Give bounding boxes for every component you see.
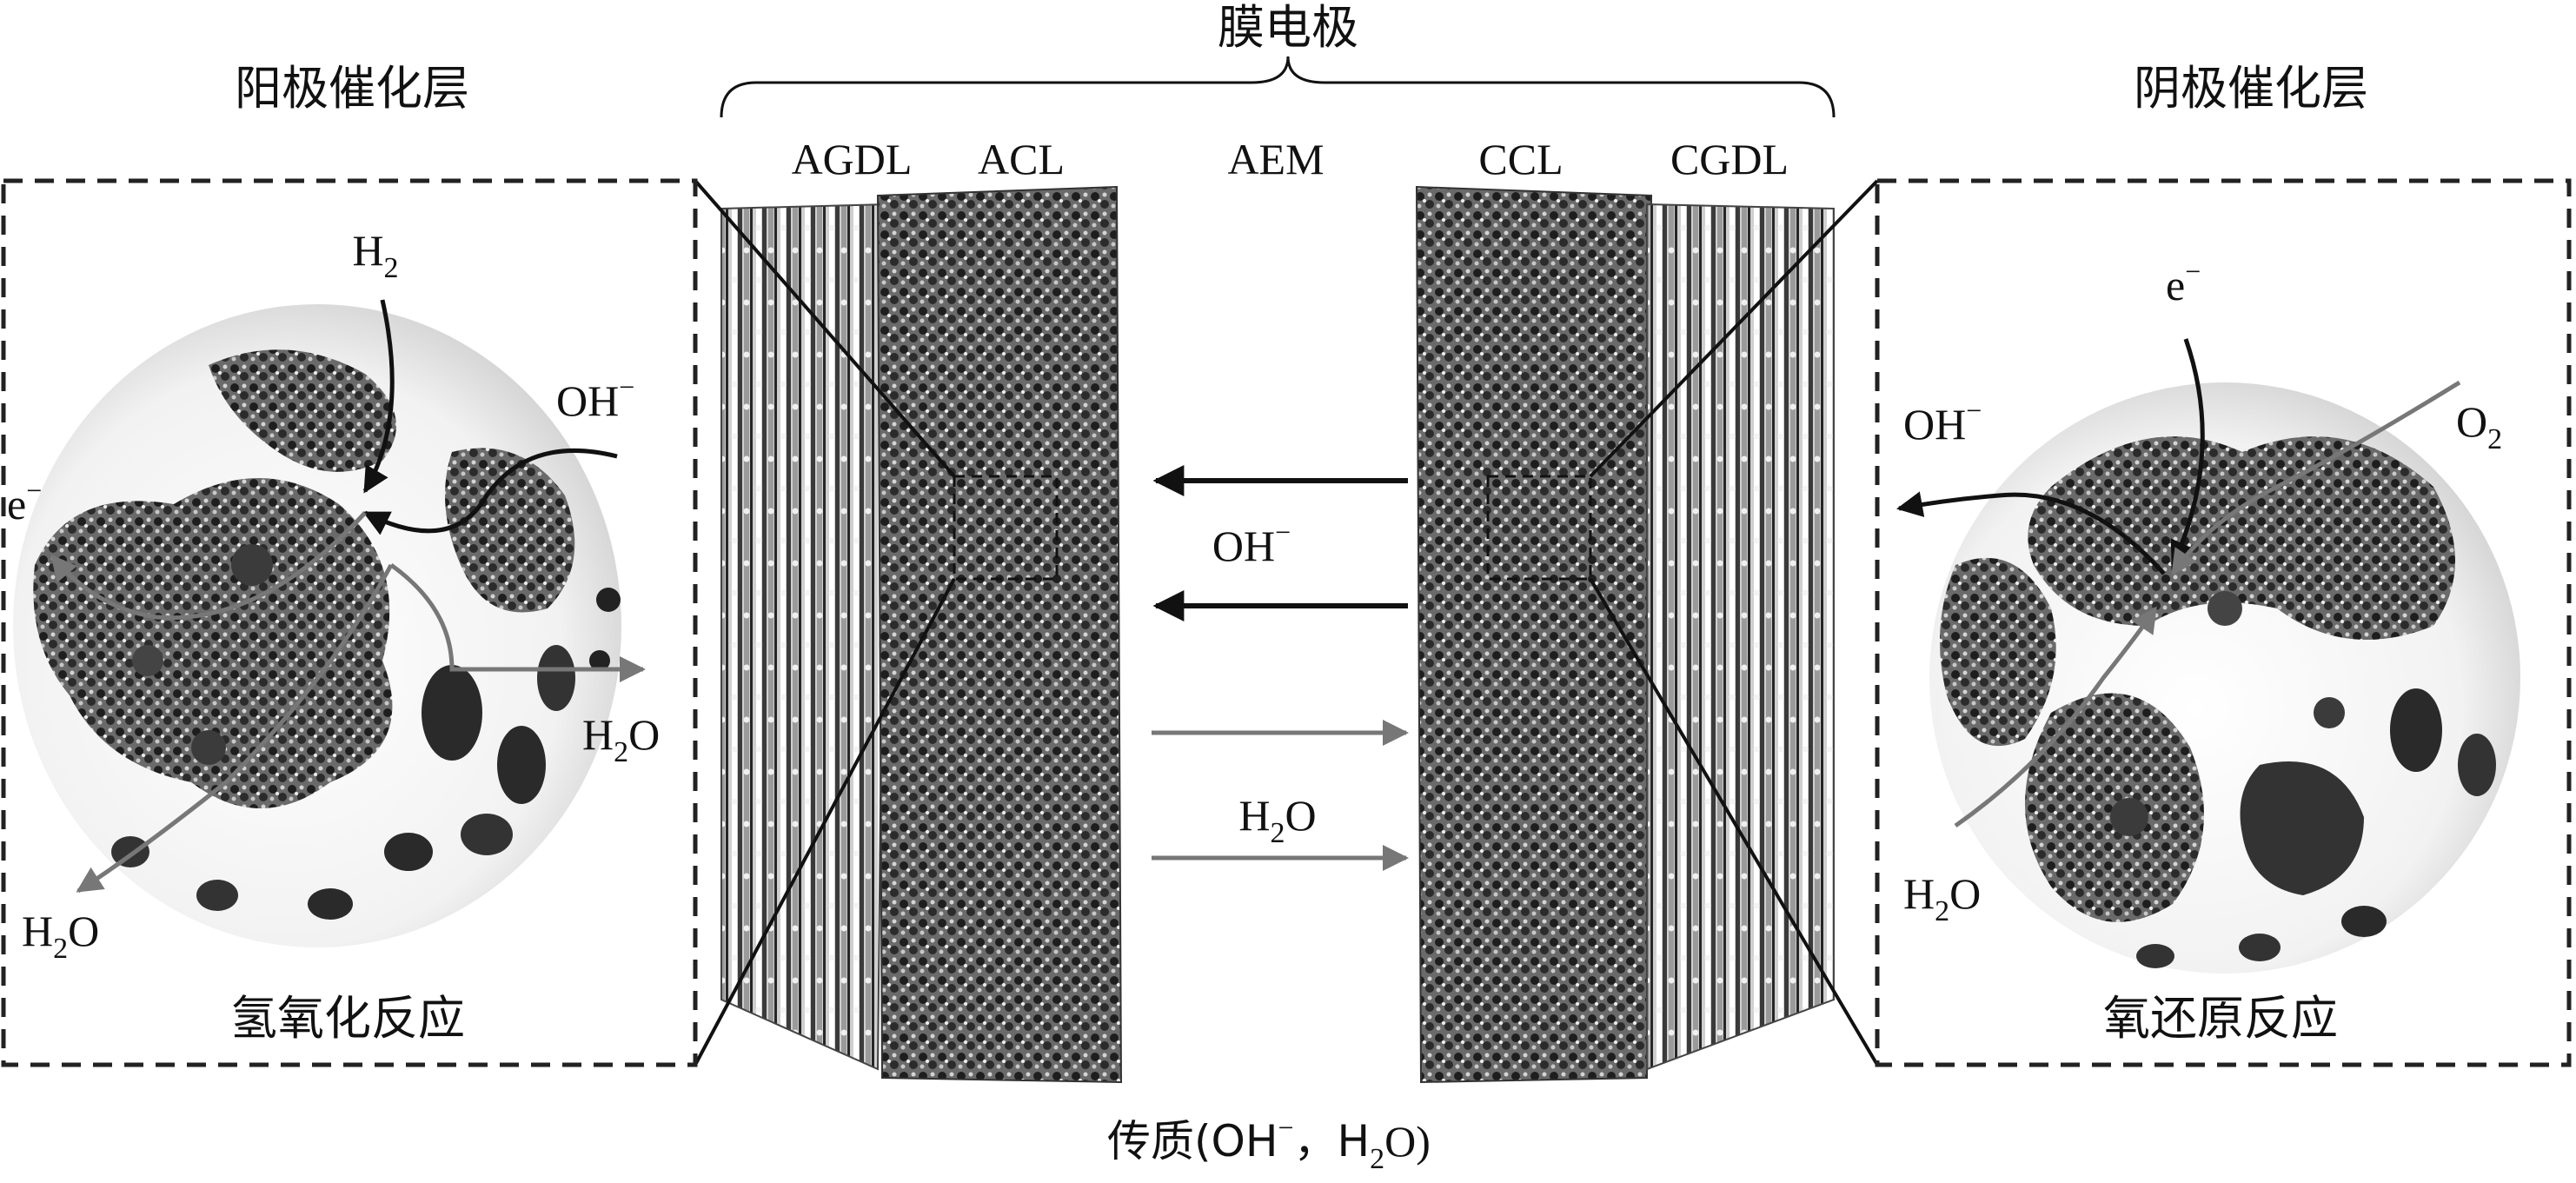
layer-label-ccl: CCL [1478,135,1563,183]
cathode-reaction-label: 氧还原反应 [2103,991,2338,1046]
anode-catalyst-sphere [13,304,621,947]
cathode-o2-label: O2 [2456,397,2502,455]
anode-h2o-left-arrow [76,563,394,894]
anode-h2o-right-arrow [389,562,646,682]
anode-connector-bottom [694,578,956,1066]
cathode-electron-label: e− [2166,256,2201,309]
mass-transport-caption: 传质(OH−，H2O) [1107,1112,1431,1175]
cathode-panel [1875,178,2572,1067]
anode-panel [1,178,698,1067]
membrane-oh-label: OH− [1212,516,1291,570]
cathode-o2-path [2170,380,2461,576]
membrane-h2o-label: H2O [1238,791,1316,849]
cathode-oh-label: OH− [1903,395,1982,449]
anode-electron-label: e− [7,475,42,528]
anode-oh-label: OH− [556,371,634,425]
cathode-gdl-layer [1646,203,1835,1071]
anode-electron-path [50,511,367,621]
cathode-catalyst-layer [1415,185,1653,1084]
anode-h2o-right-label: H2O [582,710,660,768]
anode-gdl-layer [720,203,888,1071]
anode-h2-label: H2 [352,226,398,284]
cathode-electron-arrow [2170,338,2205,568]
layer-label-aem: AEM [1227,135,1324,183]
layer-label-agdl: AGDL [792,135,913,183]
cathode-oh-arrow [1896,491,2166,575]
anode-connector-top [694,179,956,478]
anode-h2-arrow [362,299,395,494]
mea-title: 膜电极 [1218,0,1358,55]
cathode-connector-bottom [1589,577,1879,1067]
cathode-catalyst-sphere [1929,382,2520,974]
cathode-connector-top [1589,179,1879,478]
anode-reaction-label: 氢氧化反应 [230,991,465,1046]
anode-oh-arrow [362,448,618,535]
layer-label-cgdl: CGDL [1670,135,1789,183]
layer-label-acl: ACL [978,135,1065,183]
cathode-h2o-label: H2O [1903,869,1981,927]
anode-h2o-left-label: H2O [22,907,99,965]
cathode-h2o-arrow [1954,606,2158,828]
anode-catalyst-layer [876,185,1123,1084]
cathode-heading: 阴极催化层 [2134,61,2368,116]
anode-heading: 阳极催化层 [235,61,469,116]
mea-brace [720,56,1836,118]
